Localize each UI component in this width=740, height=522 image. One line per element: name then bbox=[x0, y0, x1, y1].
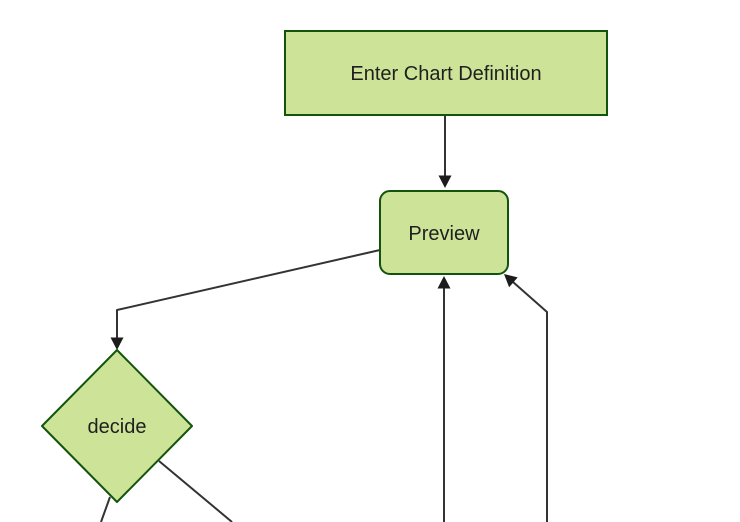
arrowhead-up bbox=[437, 276, 451, 289]
edge-line bbox=[512, 281, 548, 522]
arrowhead-down bbox=[438, 175, 452, 188]
edge-preview-to-decide bbox=[110, 249, 381, 350]
edge-line bbox=[116, 249, 381, 340]
node-enter-chart-definition: Enter Chart Definition bbox=[284, 30, 608, 116]
node-label: Preview bbox=[408, 223, 480, 245]
edge-line bbox=[100, 496, 111, 522]
node-rounded-rectangle bbox=[379, 190, 509, 275]
arrowhead-up-left bbox=[504, 274, 518, 288]
edge-decide-out-right bbox=[158, 460, 233, 522]
edge-return-to-preview-corner bbox=[504, 274, 548, 522]
edge-enter-to-preview bbox=[438, 116, 452, 188]
node-diamond bbox=[41, 349, 193, 503]
node-decide: decide bbox=[41, 349, 193, 503]
edge-line bbox=[158, 460, 233, 522]
edge-return-to-preview-bottom bbox=[437, 276, 451, 522]
node-rectangle bbox=[284, 30, 608, 116]
node-label: decide bbox=[88, 416, 147, 438]
node-preview: Preview bbox=[379, 190, 509, 275]
arrowhead-down bbox=[110, 337, 124, 350]
edge-decide-out-left bbox=[100, 496, 111, 522]
node-label: Enter Chart Definition bbox=[350, 63, 541, 85]
